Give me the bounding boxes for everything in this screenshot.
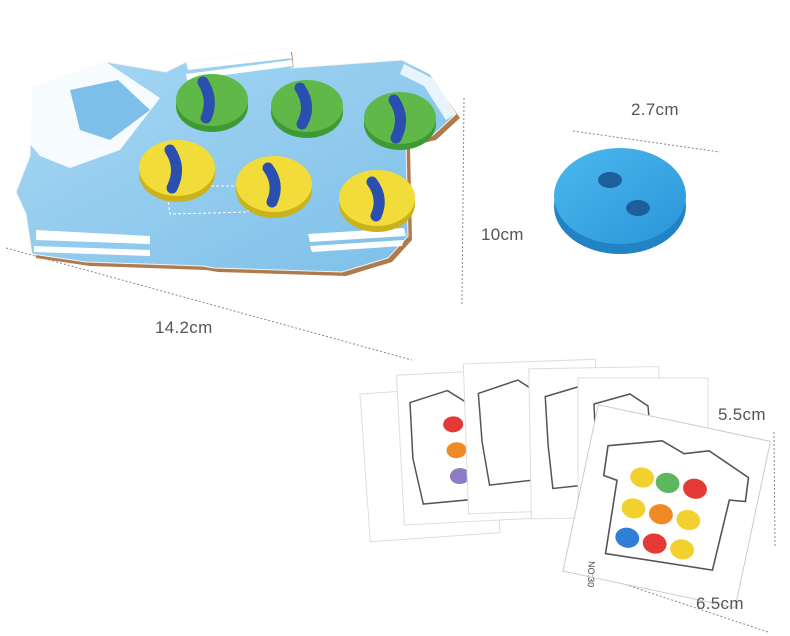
card-height-label: 5.5cm <box>718 405 766 424</box>
yellow-buttons <box>139 140 415 232</box>
card-height-dimension-line <box>773 431 776 549</box>
board-width-label: 14.2cm <box>155 318 213 337</box>
card-width-label: 6.5cm <box>696 594 744 613</box>
pattern-cards: NO:30 <box>359 358 772 609</box>
button-diameter-label: 2.7cm <box>631 100 679 119</box>
green-buttons <box>176 74 436 150</box>
button-dimension-line <box>572 130 721 153</box>
loose-blue-button <box>554 148 686 254</box>
height-dimension-line <box>461 97 465 305</box>
card-number-label: NO:30 <box>586 561 597 587</box>
board-height-label: 10cm <box>481 225 524 244</box>
